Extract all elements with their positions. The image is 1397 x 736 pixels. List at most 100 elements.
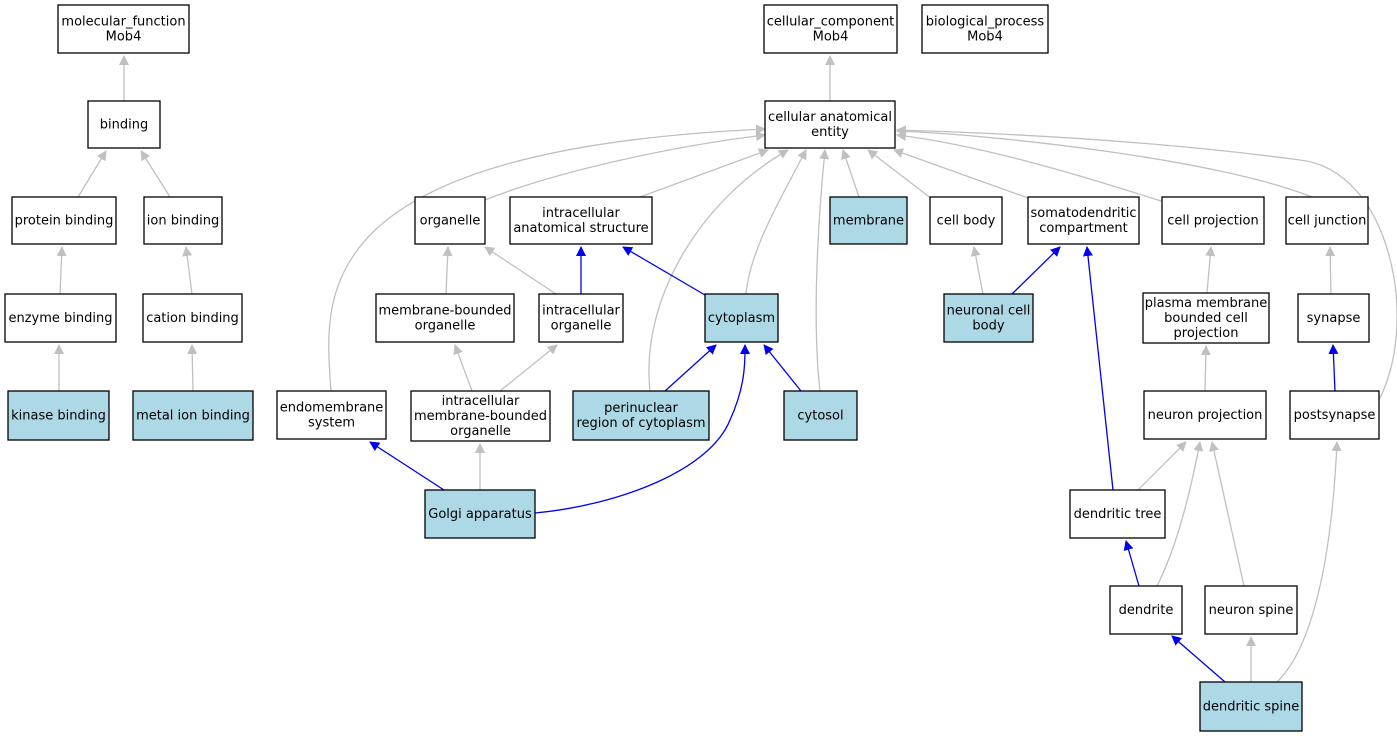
node-cell-junction[interactable]: cell junction	[1285, 196, 1369, 245]
node-box[interactable]	[509, 196, 653, 245]
node-label-line: membrane-bounded	[414, 409, 547, 424]
node-neuron-projection[interactable]: neuron projection	[1143, 390, 1267, 440]
node-dendrite[interactable]: dendrite	[1109, 585, 1183, 635]
node-dendritic-spine[interactable]: dendritic spine	[1199, 681, 1303, 732]
edge-line	[867, 149, 933, 200]
node-box[interactable]	[1143, 390, 1267, 440]
node-cytoplasm[interactable]: cytoplasm	[704, 293, 779, 343]
node-box[interactable]	[11, 196, 117, 245]
edge-endomembrane-system-to-cellular-anatomical-entity	[328, 124, 766, 392]
node-label-line: perinuclear	[604, 401, 678, 416]
edge-line	[1276, 441, 1342, 683]
edge-line	[534, 344, 751, 514]
edge-line	[841, 149, 860, 198]
node-label-line: intracellular	[542, 304, 620, 319]
node-box[interactable]	[572, 390, 710, 441]
node-label-line: entity	[811, 125, 849, 140]
node-label-line: dendritic tree	[1074, 507, 1162, 522]
edge-line	[896, 125, 1397, 401]
node-box[interactable]	[4, 293, 117, 343]
node-postsynapse[interactable]: postsynapse	[1289, 390, 1380, 440]
node-organelle[interactable]: organelle	[414, 196, 486, 245]
node-box[interactable]	[1285, 196, 1369, 245]
node-cation-binding[interactable]: cation binding	[142, 293, 243, 343]
edge-ion-binding-to-binding	[140, 150, 171, 198]
edge-golgi-apparatus-to-cytoplasm	[534, 344, 751, 514]
node-label-line: dendrite	[1119, 603, 1174, 618]
node-box[interactable]	[410, 390, 551, 442]
node-box[interactable]	[132, 390, 254, 441]
node-label-line: region of cytoplasm	[576, 416, 705, 431]
edge-line	[1156, 441, 1204, 587]
edge-line	[484, 131, 766, 201]
node-box[interactable]	[929, 196, 1003, 245]
node-label-line: ion binding	[147, 214, 219, 229]
node-synapse[interactable]: synapse	[1297, 293, 1370, 343]
node-cell-body[interactable]: cell body	[929, 196, 1003, 245]
node-box[interactable]	[1204, 585, 1298, 635]
node-label-line: kinase binding	[11, 409, 106, 424]
node-box[interactable]	[1027, 196, 1140, 245]
node-box[interactable]	[704, 293, 779, 343]
node-label-line: enzyme binding	[8, 311, 112, 326]
node-box[interactable]	[783, 390, 858, 441]
node-box[interactable]	[829, 196, 908, 245]
node-box[interactable]	[1142, 292, 1270, 344]
edge-postsynapse-to-synapse	[1328, 344, 1339, 392]
node-kinase-binding[interactable]: kinase binding	[7, 390, 110, 441]
node-box[interactable]	[375, 293, 515, 343]
edge-line	[182, 246, 193, 295]
edge-membrane-to-cellular-anatomical-entity	[841, 149, 860, 198]
node-box[interactable]	[764, 100, 896, 149]
node-box[interactable]	[57, 4, 190, 54]
node-golgi-apparatus[interactable]: Golgi apparatus	[424, 489, 536, 539]
node-enzyme-binding[interactable]: enzyme binding	[4, 293, 117, 343]
node-box[interactable]	[142, 293, 243, 343]
node-box[interactable]	[143, 196, 223, 245]
edge-membrane-bounded-organelle-to-organelle	[442, 246, 453, 295]
node-box[interactable]	[7, 390, 110, 441]
node-box[interactable]	[1289, 390, 1380, 440]
node-neuron-spine[interactable]: neuron spine	[1204, 585, 1298, 635]
node-protein-binding[interactable]: protein binding	[11, 196, 117, 245]
node-box[interactable]	[1297, 293, 1370, 343]
node-box[interactable]	[538, 293, 624, 343]
node-box[interactable]	[276, 390, 387, 440]
node-label-line: neuron spine	[1209, 603, 1294, 618]
edge-cation-binding-to-ion-binding	[182, 246, 193, 295]
node-cell-projection[interactable]: cell projection	[1161, 196, 1265, 245]
node-box[interactable]	[424, 489, 536, 539]
node-box[interactable]	[87, 100, 161, 149]
node-label-line: organelle	[450, 424, 511, 439]
node-cytosol[interactable]: cytosol	[783, 390, 858, 441]
node-box[interactable]	[1069, 489, 1166, 539]
node-dendritic-tree[interactable]: dendritic tree	[1069, 489, 1166, 539]
node-membrane[interactable]: membrane	[829, 196, 908, 245]
node-box[interactable]	[1109, 585, 1183, 635]
node-box[interactable]	[763, 4, 898, 54]
node-binding[interactable]: binding	[87, 100, 161, 149]
node-box[interactable]	[943, 293, 1034, 343]
edge-cytosol-to-cytoplasm	[763, 344, 802, 392]
edge-cell-projection-to-cellular-anatomical-entity	[896, 131, 1165, 203]
node-ion-binding[interactable]: ion binding	[143, 196, 223, 245]
node-box[interactable]	[1161, 196, 1265, 245]
node-box[interactable]	[921, 4, 1049, 54]
node-metal-ion-binding[interactable]: metal ion binding	[132, 390, 254, 441]
edge-enzyme-binding-to-protein-binding	[56, 246, 67, 295]
node-box[interactable]	[1199, 681, 1303, 732]
node-box[interactable]	[414, 196, 486, 245]
